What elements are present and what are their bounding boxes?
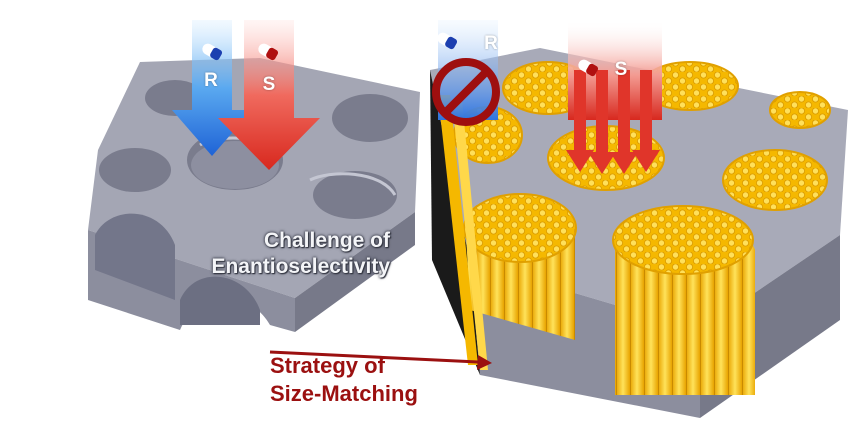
strategy-line-2: Size-Matching [270,380,418,408]
challenge-line-2: Enantioselectivity [150,254,390,280]
right-arrow-r-label: R [476,33,506,55]
challenge-line-1: Challenge of [150,228,390,254]
left-arrow-r-label: R [196,70,226,92]
left-arrow-s-label: S [254,74,284,96]
challenge-label: Challenge of Enantioselectivity [150,228,390,280]
right-arrow-s-label: S [606,59,636,81]
strategy-line-1: Strategy of [270,352,418,380]
strategy-label: Strategy of Size-Matching [270,352,418,408]
